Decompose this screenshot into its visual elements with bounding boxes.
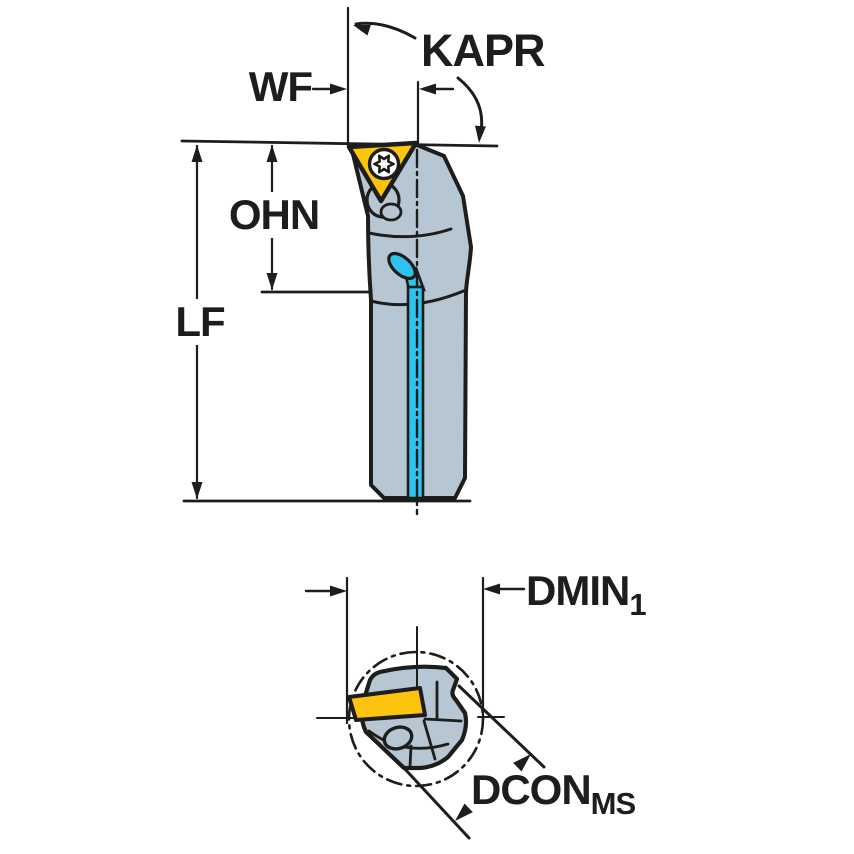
label-ohn: OHN bbox=[218, 192, 330, 238]
label-dmin-subscript: 1 bbox=[629, 587, 646, 622]
top-reference-line bbox=[180, 139, 499, 148]
dcon-tangent-lower bbox=[402, 766, 471, 840]
screw-hole-end-view bbox=[382, 725, 414, 751]
dmin-arrow-left bbox=[483, 583, 500, 595]
end-view bbox=[304, 576, 546, 840]
cutting-insert-end bbox=[347, 686, 427, 722]
lf-arrow-down bbox=[191, 482, 203, 499]
label-dcon-subscript: MS bbox=[590, 786, 636, 821]
ohn-arrow-down bbox=[266, 273, 278, 290]
side-view bbox=[180, 6, 499, 516]
coolant-inlet-hole bbox=[387, 251, 417, 281]
label-dmin: DMIN1 bbox=[526, 567, 647, 621]
ohn-arrow-up bbox=[266, 145, 278, 162]
label-lf: LF bbox=[170, 299, 230, 345]
dcon-arrow-lower bbox=[455, 803, 473, 821]
dimension-dmin bbox=[304, 583, 526, 597]
label-kapr: KAPR bbox=[421, 25, 546, 76]
coolant-channel bbox=[387, 251, 426, 500]
dimension-kapr bbox=[353, 21, 486, 143]
dimension-wf bbox=[311, 83, 455, 95]
dcon-arrow-upper bbox=[513, 754, 531, 772]
coolant-duct bbox=[406, 285, 425, 500]
torx-screw-icon bbox=[367, 147, 401, 181]
insert-clamp-detail bbox=[379, 202, 403, 222]
wf-arrow-left bbox=[419, 83, 436, 95]
lf-arrow-up bbox=[191, 145, 203, 162]
label-dmin-main: DMIN bbox=[526, 567, 630, 614]
label-dcon: DCONMS bbox=[471, 766, 636, 820]
label-wf: WF bbox=[248, 63, 313, 110]
dmin-arrow-right bbox=[330, 585, 347, 597]
head-neck-joint-line bbox=[367, 227, 453, 239]
label-dcon-main: DCON bbox=[471, 766, 592, 813]
kapr-arrow-upper bbox=[353, 25, 371, 36]
wf-arrow-right bbox=[330, 83, 347, 95]
kapr-arrow-lower bbox=[475, 125, 486, 143]
dcon-tangent-upper bbox=[457, 684, 546, 769]
